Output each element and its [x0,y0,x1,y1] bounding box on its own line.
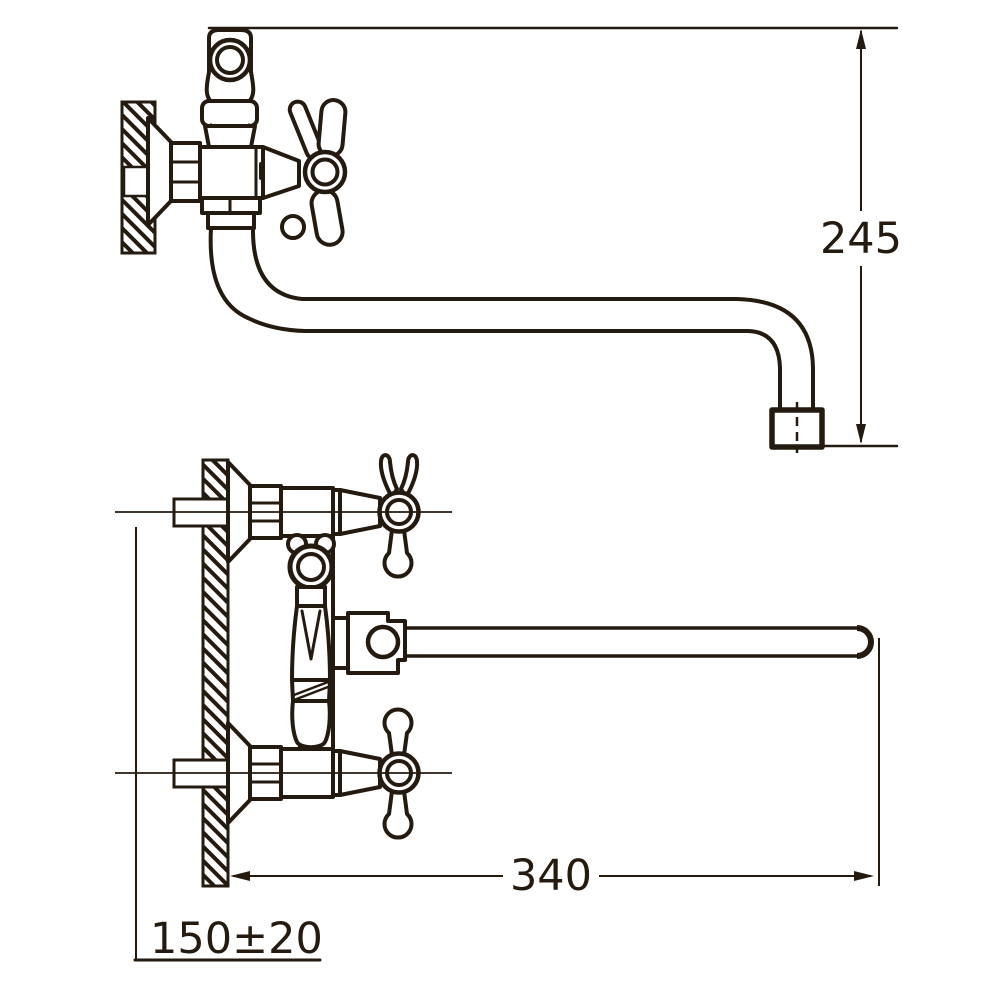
swing-spout-side [208,226,825,453]
front-view: 340 150±20 [115,453,880,964]
mounting-nut-side [169,141,202,203]
diverter-knob [200,28,259,149]
wall-section-front [172,458,230,888]
spout-attach [331,616,350,670]
side-view: 245 [120,26,902,453]
dimension-150: 150±20 [133,527,323,964]
spout-end-cap [856,625,874,659]
spout-front [346,611,874,675]
dimension-245: 245 [207,26,902,448]
dimension-150-label: 150±20 [150,914,323,964]
spout-union-side [200,196,262,230]
shower-hose-connector [286,533,336,750]
dimension-245-label: 245 [820,214,902,264]
aerator [769,407,825,450]
dimension-340-label: 340 [510,851,592,901]
valve-bonnet-side [261,145,301,200]
dimension-340: 340 [230,638,880,901]
cross-handle-side [280,98,348,247]
cross-handle-upper [377,453,421,579]
escutcheon-side [146,116,173,227]
faucet-body-side [198,145,270,200]
